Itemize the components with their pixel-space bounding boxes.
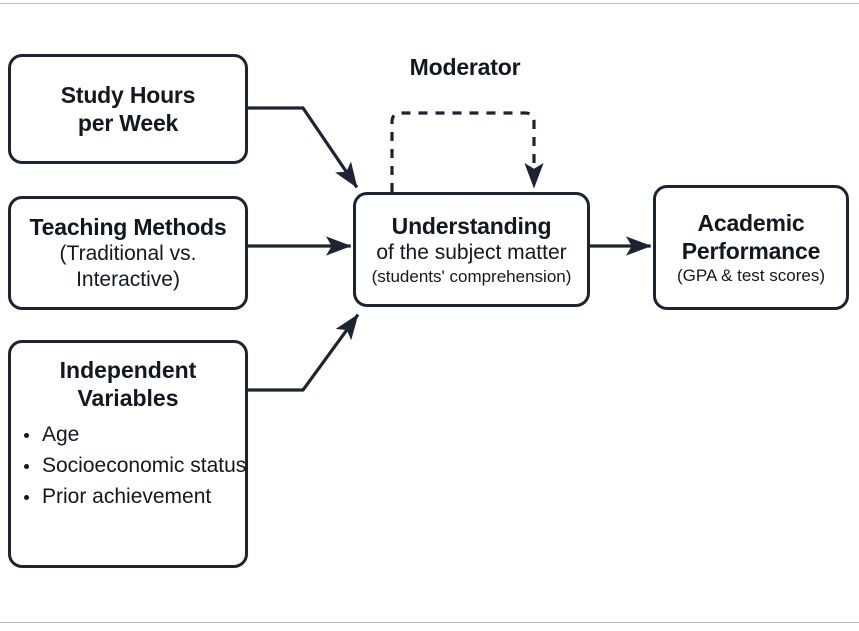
- node-understanding-line2: of the subject matter: [376, 241, 567, 265]
- node-teaching-methods-line2: (Traditional vs.: [59, 242, 197, 266]
- node-teaching-methods-line3: Interactive): [76, 268, 180, 292]
- node-academic-performance-line1: Academic: [697, 209, 805, 236]
- list-item: Age: [18, 422, 252, 449]
- frame-bottom-divider: [0, 622, 859, 623]
- node-teaching-methods[interactable]: Teaching Methods (Traditional vs. Intera…: [8, 196, 248, 310]
- list-item: Socioeconomic status: [18, 453, 252, 480]
- node-study-hours[interactable]: Study Hours per Week: [8, 54, 248, 164]
- node-understanding-line1: Understanding: [391, 213, 552, 240]
- node-understanding[interactable]: Understanding of the subject matter (stu…: [353, 192, 590, 307]
- moderator-label: Moderator: [409, 54, 521, 80]
- node-study-hours-line1: Study Hours: [60, 81, 196, 108]
- node-independent-variables-title-line2: Variables: [77, 384, 179, 411]
- node-academic-performance[interactable]: Academic Performance (GPA & test scores): [653, 185, 849, 310]
- node-academic-performance-line3: (GPA & test scores): [676, 265, 825, 285]
- node-understanding-line3: (students' comprehension): [371, 266, 572, 286]
- connector-independent-to-understanding: [246, 313, 360, 392]
- node-academic-performance-line2: Performance: [681, 237, 821, 264]
- frame-top-divider: [0, 3, 859, 4]
- connector-study-hours-to-understanding: [246, 106, 359, 189]
- connector-moderator-dashed: [390, 111, 544, 192]
- list-item: Prior achievement: [18, 484, 252, 511]
- node-study-hours-line2: per Week: [77, 110, 179, 136]
- node-teaching-methods-line1: Teaching Methods: [29, 214, 227, 241]
- node-independent-variables[interactable]: Independent Variables Age Socioeconomic …: [8, 340, 248, 568]
- node-independent-variables-title-line1: Independent: [59, 357, 197, 383]
- independent-variables-list: Age Socioeconomic status Prior achieveme…: [4, 422, 252, 515]
